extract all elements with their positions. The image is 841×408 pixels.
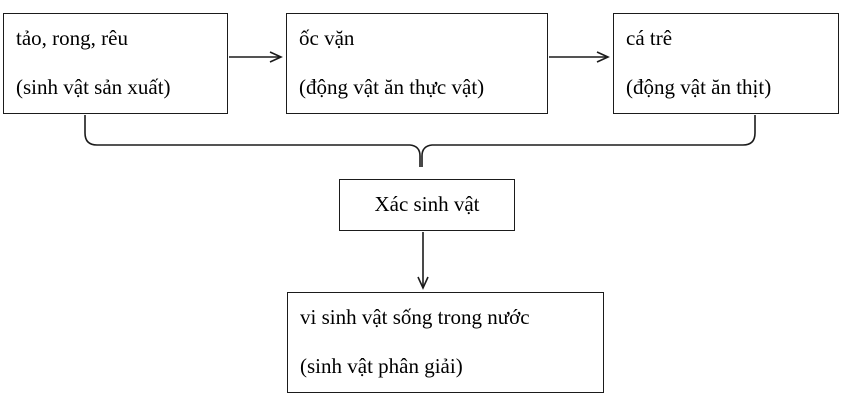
producer-role: (sinh vật sản xuất) xyxy=(16,75,171,99)
producer-box: tảo, rong, rêu (sinh vật sản xuất) xyxy=(3,13,228,114)
carnivore-box: cá trê (động vật ăn thịt) xyxy=(613,13,839,114)
carnivore-name: cá trê xyxy=(626,26,673,50)
carcass-box: Xác sinh vật xyxy=(339,179,515,231)
merge-brace-line xyxy=(84,115,756,167)
decomposer-box: vi sinh vật sống trong nước (sinh vật ph… xyxy=(287,292,604,393)
herbivore-name: ốc vặn xyxy=(299,26,355,50)
decomposer-name: vi sinh vật sống trong nước xyxy=(300,305,530,329)
decomposer-role: (sinh vật phân giải) xyxy=(300,354,463,378)
herbivore-role: (động vật ăn thực vật) xyxy=(299,75,485,99)
carnivore-role: (động vật ăn thịt) xyxy=(626,75,772,99)
herbivore-box: ốc vặn (động vật ăn thực vật) xyxy=(286,13,548,114)
producer-name: tảo, rong, rêu xyxy=(16,26,128,50)
carcass-label: Xác sinh vật xyxy=(374,192,480,216)
